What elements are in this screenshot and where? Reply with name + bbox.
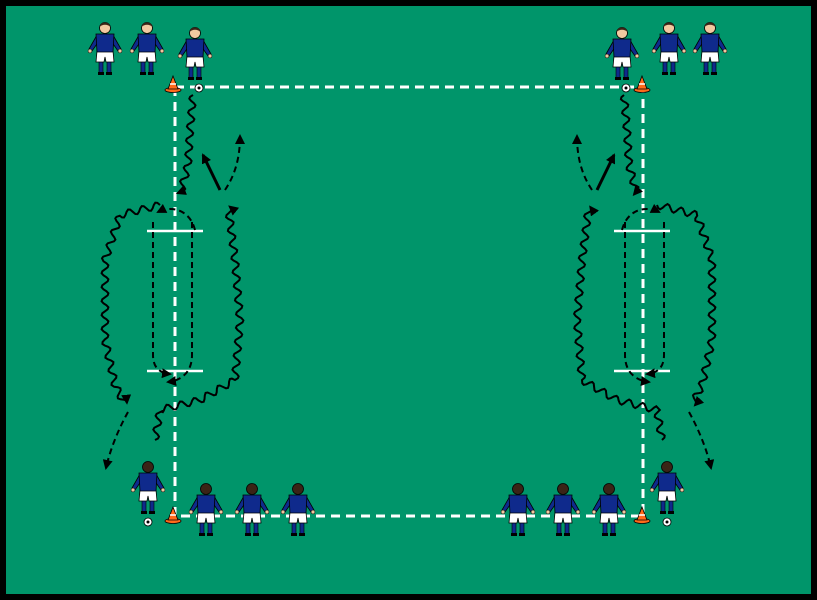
- cone-bottom-right: [633, 505, 651, 524]
- dribble-top-right: [619, 94, 643, 197]
- player-top-left: [87, 22, 123, 75]
- dribble-top-left: [175, 94, 197, 195]
- pass-right-3: [624, 222, 651, 386]
- dribble-paths: [100, 94, 717, 441]
- player-bottom-right: [500, 483, 536, 536]
- run-left-up: [224, 134, 245, 191]
- run-right-up: [572, 134, 593, 191]
- soccer-ball-icon: [662, 517, 672, 527]
- run-arrows: [201, 153, 616, 191]
- pass-right-1: [621, 203, 661, 231]
- run-left-arrow: [201, 153, 222, 191]
- dribble-left-outer: [100, 201, 161, 405]
- player-top-right: [651, 22, 687, 75]
- player-bottom-right: [649, 461, 685, 527]
- players: [87, 22, 728, 536]
- player-bottom-left: [234, 483, 270, 536]
- player-bottom-right: [591, 483, 627, 536]
- run-right-out: [688, 411, 715, 470]
- dribble-left-return: [152, 205, 245, 441]
- cones: [164, 74, 651, 524]
- pass-left-3: [166, 222, 193, 386]
- player-top-left: [129, 22, 165, 75]
- dribble-right-outer: [656, 202, 717, 407]
- player-top-right: [692, 22, 728, 75]
- cone-bottom-left: [164, 505, 182, 524]
- player-top-right: [604, 27, 640, 93]
- soccer-ball-icon: [194, 83, 204, 93]
- pass-right-2: [645, 222, 665, 379]
- cone-top-left: [164, 74, 182, 93]
- drill-area-outline: [173, 85, 645, 518]
- player-bottom-left: [188, 483, 224, 536]
- soccer-ball-icon: [143, 517, 153, 527]
- player-bottom-left: [130, 461, 166, 527]
- dribble-right-return: [572, 205, 666, 441]
- player-bottom-right: [545, 483, 581, 536]
- soccer-ball-icon: [621, 83, 631, 93]
- gate-lines: [147, 229, 670, 373]
- pass-left-1: [156, 203, 196, 231]
- player-top-left: [177, 27, 213, 93]
- pass-paths: [102, 134, 715, 470]
- run-right-arrow: [595, 153, 616, 191]
- player-bottom-left: [280, 483, 316, 536]
- pass-left-2: [152, 222, 172, 379]
- cone-top-right: [633, 74, 651, 93]
- run-left-out: [102, 411, 129, 470]
